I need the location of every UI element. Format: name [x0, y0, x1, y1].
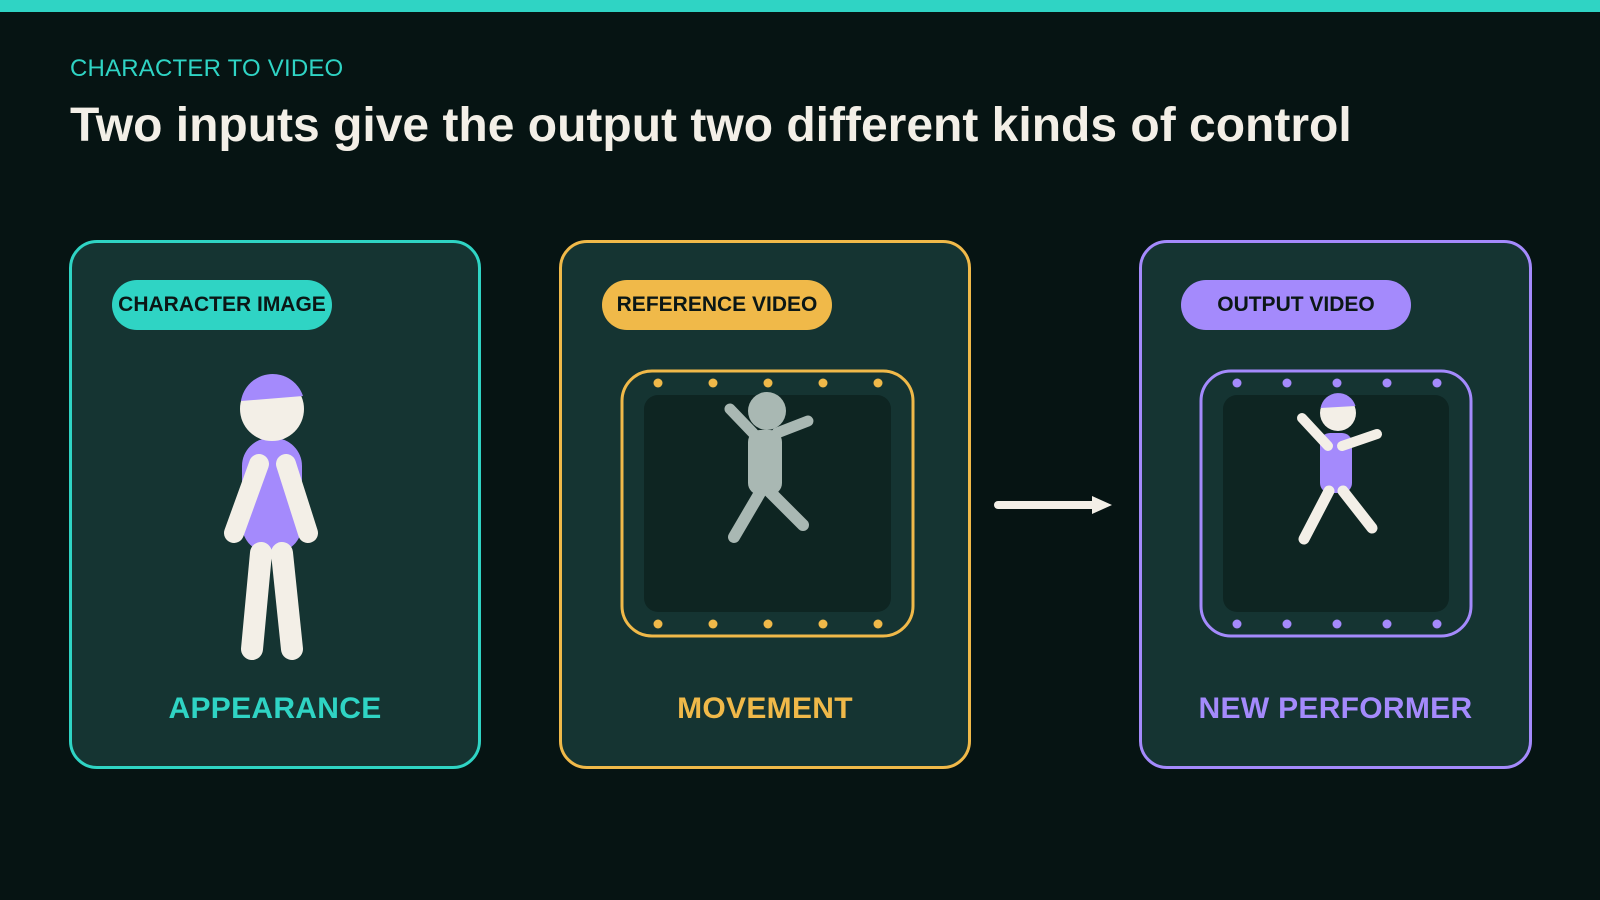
output-video-pill: OUTPUT VIDEO	[1181, 280, 1411, 330]
reference-video-pill: REFERENCE VIDEO	[602, 280, 832, 330]
arrow-right-icon	[994, 496, 1112, 514]
character-image-card: CHARACTER IMAGE APPEARANCE	[69, 240, 481, 769]
film-frame-dancing-character-icon	[1199, 369, 1473, 638]
film-frame-dancing-figure-icon	[620, 369, 915, 638]
page-title: Two inputs give the output two different…	[70, 99, 1352, 152]
top-accent-bar	[0, 0, 1600, 12]
standing-character-icon	[224, 374, 318, 660]
output-video-card: OUTPUT VIDEO NEW PERFORMER	[1139, 240, 1532, 769]
character-image-pill: CHARACTER IMAGE	[112, 280, 332, 330]
reference-video-card: REFERENCE VIDEO MOVEMENT	[559, 240, 971, 769]
appearance-caption: APPEARANCE	[168, 692, 382, 725]
movement-caption: MOVEMENT	[677, 692, 853, 725]
new-performer-caption: NEW PERFORMER	[1198, 692, 1473, 725]
eyebrow-label: CHARACTER TO VIDEO	[70, 55, 344, 82]
